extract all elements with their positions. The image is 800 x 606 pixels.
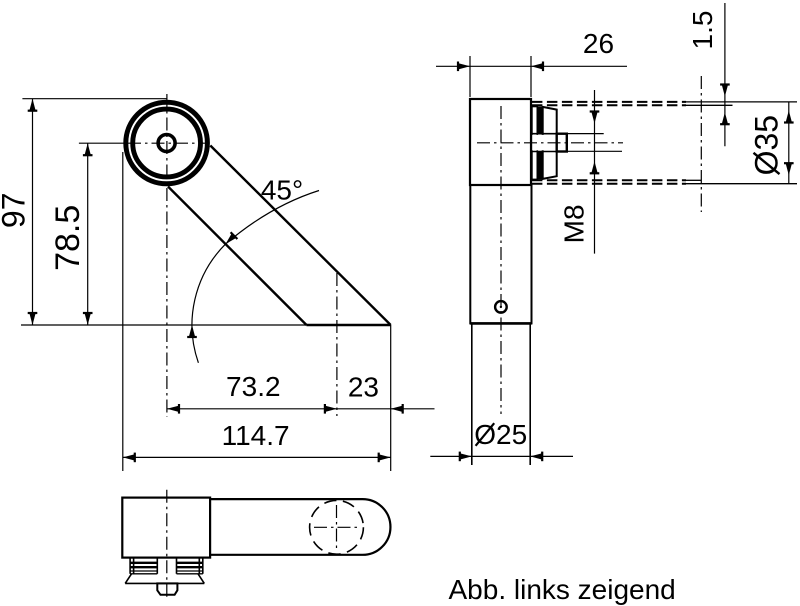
svg-text:O25: O25 bbox=[474, 419, 527, 450]
svg-text:26: 26 bbox=[583, 28, 614, 59]
svg-text:78.5: 78.5 bbox=[49, 205, 87, 271]
svg-text:O35: O35 bbox=[749, 115, 785, 175]
svg-text:73.2: 73.2 bbox=[226, 371, 281, 402]
svg-text:23: 23 bbox=[348, 372, 379, 403]
svg-text:M8: M8 bbox=[558, 204, 589, 243]
svg-text:114.7: 114.7 bbox=[222, 420, 290, 451]
svg-text:Abb. links zeigend: Abb. links zeigend bbox=[449, 574, 676, 605]
svg-text:1.5: 1.5 bbox=[687, 11, 718, 50]
svg-text:97: 97 bbox=[0, 193, 32, 229]
svg-text:45°: 45° bbox=[261, 175, 303, 206]
